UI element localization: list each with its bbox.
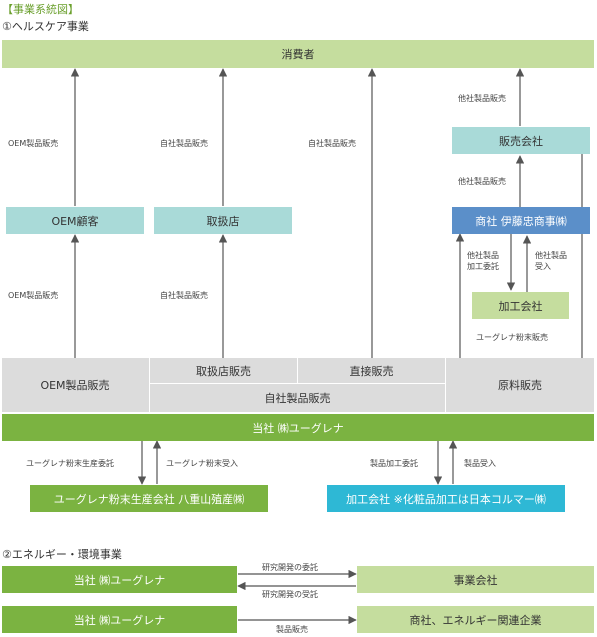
label-rd-receive: 研究開発の受託 [262, 590, 318, 599]
channel-direct: 直接販売 [297, 358, 445, 384]
label-other-receive: 他社製品 受入 [535, 251, 567, 271]
channel-own-products: 自社製品販売 [149, 384, 445, 412]
label-euglena-powder-sales: ユーグレナ粉末販売 [476, 333, 548, 342]
trading-energy-box: 商社、エネルギー関連企業 [357, 606, 594, 633]
processing-company-box: 加工会社 ※化粧品加工は日本コルマー㈱ [327, 485, 565, 512]
label-other-processing-consign: 他社製品 加工委託 [467, 251, 499, 271]
sales-company-box: 販売会社 [452, 127, 590, 154]
label-oem-sales-top: OEM製品販売 [8, 139, 59, 148]
channel-oem: OEM製品販売 [40, 379, 110, 392]
label-other-sales-mid: 他社製品販売 [458, 177, 506, 186]
label-own-sales-dealer-bottom: 自社製品販売 [160, 291, 208, 300]
section2-heading: ②エネルギー・環境事業 [2, 548, 122, 561]
diagram-title: 【事業系統図】 [2, 3, 79, 16]
label-product-receive: 製品受入 [464, 459, 496, 468]
yaeyama-box: ユーグレナ粉末生産会社 八重山殖産㈱ [30, 485, 268, 512]
label-rd-consign: 研究開発の委託 [262, 563, 318, 572]
dealer-box: 取扱店 [154, 207, 292, 234]
label-powder-consign: ユーグレナ粉末生産委託 [26, 459, 114, 468]
label-other-sales-top: 他社製品販売 [458, 94, 506, 103]
channel-dealer: 取扱店販売 [149, 358, 297, 384]
company-box-rd: 当社 ㈱ユーグレナ [2, 566, 237, 593]
label-own-sales-dealer-top: 自社製品販売 [160, 139, 208, 148]
section1-heading: ①ヘルスケア事業 [2, 20, 89, 33]
label-oem-sales-bottom: OEM製品販売 [8, 291, 59, 300]
processing-company-small-box: 加工会社 [472, 292, 569, 319]
business-company-box: 事業会社 [357, 566, 594, 593]
consumer-box: 消費者 [2, 40, 594, 68]
company-box-sales: 当社 ㈱ユーグレナ [2, 606, 237, 633]
label-own-sales-direct: 自社製品販売 [308, 139, 356, 148]
arrow-raw-to-sales [569, 136, 583, 358]
channel-band: OEM製品販売 取扱店販売 直接販売 自社製品販売 原料販売 [2, 358, 594, 412]
label-powder-receive: ユーグレナ粉末受入 [166, 459, 238, 468]
oem-customer-box: OEM顧客 [6, 207, 144, 234]
label-product-sales: 製品販売 [276, 625, 308, 634]
company-bar: 当社 ㈱ユーグレナ [2, 414, 594, 441]
label-product-processing-consign: 製品加工委託 [370, 459, 418, 468]
channel-raw-material: 原料販売 [445, 358, 594, 412]
trading-company-box: 商社 伊藤忠商事㈱ [452, 207, 590, 234]
